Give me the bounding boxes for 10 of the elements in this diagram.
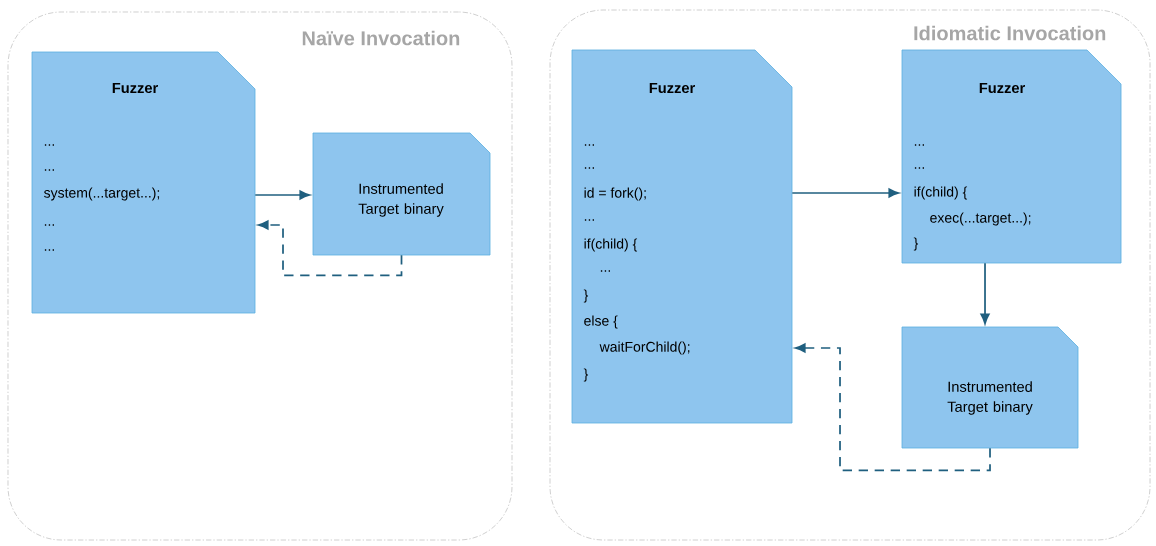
- arrow: [791, 188, 900, 198]
- arrow: [254, 190, 311, 200]
- arrow: [794, 343, 991, 472]
- document-box: Fuzzer ... ... id = fork(); ... if(child) { ... } else { waitForChild(); }: [571, 49, 793, 424]
- document-box: Instrumented Target binary: [312, 132, 491, 256]
- arrow: [257, 220, 403, 277]
- arrow: [980, 262, 990, 325]
- document-box: Instrumented Target binary: [901, 326, 1079, 449]
- document-box: Fuzzer ... ... system(...target...); ... ...: [31, 51, 256, 314]
- document-box: Fuzzer ... ... if(child) { exec(...target...); }: [901, 49, 1122, 264]
